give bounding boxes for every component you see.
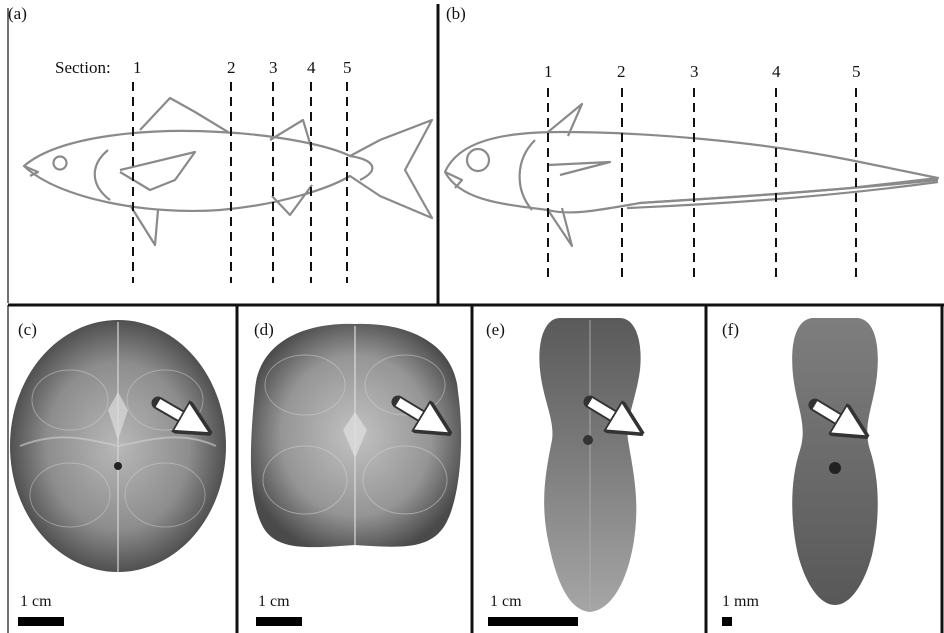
panel-e-label: (e) [486, 320, 505, 340]
cross-section-f [792, 318, 878, 605]
scale-bar-c [18, 617, 64, 626]
panel-d-label: (d) [254, 320, 274, 340]
scale-label-e: 1 cm [490, 593, 522, 611]
section-number-a-1: 1 [133, 58, 142, 78]
arrow-e [590, 402, 628, 425]
section-number-a-5: 5 [343, 58, 352, 78]
section-lines-a [133, 82, 347, 283]
section-number-b-2: 2 [617, 62, 626, 82]
scale-label-c: 1 cm [20, 593, 52, 611]
scale-bar-e [488, 617, 578, 626]
section-number-b-1: 1 [544, 62, 553, 82]
schematic-diagrams [0, 0, 944, 310]
panel-f-label: (f) [722, 320, 739, 340]
fish-a-outline [24, 98, 432, 245]
panel-a-label: (a) [8, 4, 27, 24]
scale-label-f: 1 mm [722, 593, 759, 611]
section-number-b-3: 3 [690, 62, 699, 82]
cross-section-c [10, 320, 226, 572]
section-number-b-4: 4 [772, 62, 781, 82]
arrow-f [815, 405, 853, 428]
panel-c-label: (c) [18, 320, 37, 340]
cross-section-d [251, 324, 461, 547]
scale-bar-d [256, 617, 302, 626]
section-number-a-3: 3 [269, 58, 278, 78]
panel-b-label: (b) [446, 4, 466, 24]
section-number-b-5: 5 [852, 62, 861, 82]
arrow-c [158, 403, 196, 425]
cross-section-e [539, 318, 640, 612]
section-number-a-4: 4 [307, 58, 316, 78]
section-prefix-label: Section: [55, 58, 111, 78]
scale-bar-f [722, 617, 732, 626]
scale-label-d: 1 cm [258, 593, 290, 611]
arrow-d [398, 402, 436, 425]
fish-b-outline [445, 104, 938, 246]
section-number-a-2: 2 [227, 58, 236, 78]
section-lines-b [548, 88, 856, 283]
